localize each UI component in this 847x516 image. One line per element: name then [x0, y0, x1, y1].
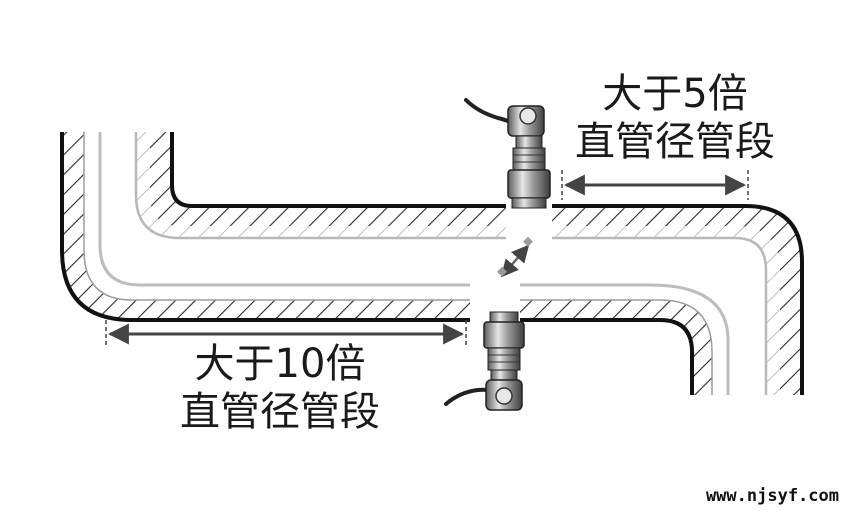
transducer-icon: [507, 105, 551, 209]
transducer-top: [464, 98, 551, 209]
pipe-inner-wall: [134, 132, 804, 395]
dimension-arrow-upstream: [105, 320, 467, 348]
upstream-length-line1: 大于10倍: [194, 341, 366, 387]
cable-icon: [464, 98, 516, 126]
downstream-length-line2: 直管径管段: [575, 119, 775, 165]
pipe-outer-wall: [60, 132, 712, 395]
dimension-arrow-downstream: [561, 170, 749, 200]
upstream-length-line2: 直管径管段: [180, 389, 380, 435]
transducer-bottom: [444, 311, 525, 411]
website-watermark: www.njsyf.com: [705, 486, 839, 506]
downstream-length-label: 大于5倍 直管径管段: [555, 70, 795, 166]
transducer-icon: [483, 311, 525, 411]
upstream-length-label: 大于10倍 直管径管段: [160, 340, 400, 436]
downstream-length-line1: 大于5倍: [602, 71, 748, 117]
signal-path-arrow-icon: [497, 236, 533, 278]
pipe-outer-inner-faint: [83, 132, 730, 395]
